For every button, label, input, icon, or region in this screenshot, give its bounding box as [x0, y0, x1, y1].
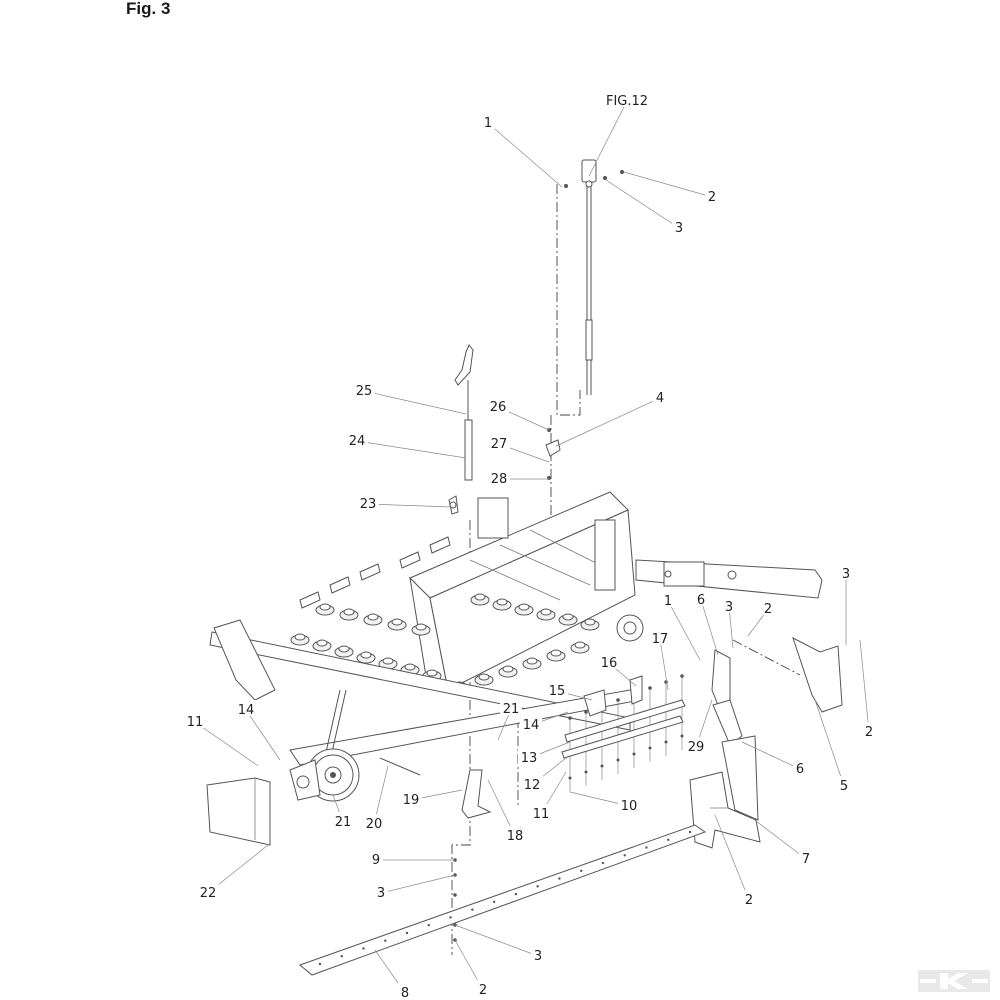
callout-c-14a: 14 — [238, 703, 255, 718]
drive-gear — [289, 748, 360, 802]
leader-line-c-23 — [367, 503, 453, 508]
callout-c-2e: 2 — [479, 983, 487, 998]
leader-line-c-5 — [814, 699, 845, 787]
brand-logo-icon — [918, 970, 990, 992]
callout-c-2b: 2 — [764, 602, 772, 617]
knife-strips — [561, 699, 686, 759]
callout-c-2d: 2 — [745, 893, 753, 908]
callout-c-17: 17 — [652, 632, 669, 647]
callout-c-6a: 6 — [697, 593, 705, 608]
leader-line-c-4 — [555, 397, 661, 447]
callout-c-22: 22 — [200, 886, 217, 901]
callout-c-12: 12 — [524, 778, 541, 793]
skid-plate-8 — [299, 824, 707, 976]
leader-line-c-24 — [356, 440, 467, 459]
callout-c-1b: 1 — [664, 594, 672, 609]
leader-line-c-fig12 — [588, 100, 628, 177]
upper-shaft-assembly — [564, 159, 624, 395]
leader-line-c-3d — [380, 874, 456, 894]
centre-lines — [451, 184, 801, 955]
callout-c-11b: 11 — [533, 807, 550, 822]
leader-line-c-11a — [194, 721, 259, 767]
guard-22 — [206, 777, 271, 846]
leader-line-c-6a — [700, 599, 719, 656]
leader-line-c-6b — [741, 741, 801, 770]
callout-c-27: 27 — [491, 437, 508, 452]
lift-arm — [448, 344, 474, 515]
callout-c-18: 18 — [507, 829, 524, 844]
callout-c-26: 26 — [490, 400, 507, 415]
leader-line-c-25 — [363, 390, 467, 415]
callout-c-3b: 3 — [842, 567, 850, 582]
leader-line-c-2c — [859, 639, 870, 733]
leader-line-c-3c — [728, 606, 734, 649]
callout-c-20: 20 — [366, 817, 383, 832]
callout-c-3c: 3 — [725, 600, 733, 615]
pin-bracket — [545, 428, 561, 480]
callout-c-fig12: FIG.12 — [606, 94, 648, 109]
callout-c-3e: 3 — [534, 949, 542, 964]
callout-c-9: 9 — [372, 853, 380, 868]
callout-c-24: 24 — [349, 434, 366, 449]
callout-c-1a: 1 — [484, 116, 492, 131]
callout-c-3a: 3 — [675, 221, 683, 236]
gearbox-housing — [409, 491, 644, 692]
callout-c-11a: 11 — [187, 715, 204, 730]
callout-c-29: 29 — [688, 740, 705, 755]
figure-title: Fig. 3 — [126, 0, 171, 18]
callout-c-23: 23 — [360, 497, 377, 512]
leader-line-c-3a — [605, 179, 680, 229]
leader-line-c-1a — [487, 122, 563, 188]
callout-c-19: 19 — [403, 793, 420, 808]
leader-line-c-3e — [454, 924, 539, 957]
callout-c-3d: 3 — [377, 886, 385, 901]
callout-c-7: 7 — [802, 852, 810, 867]
leader-line-c-7 — [751, 817, 807, 860]
callout-c-16: 16 — [601, 656, 618, 671]
callout-c-21b: 21 — [335, 815, 352, 830]
callout-c-15: 15 — [549, 684, 566, 699]
callout-c-10: 10 — [621, 799, 638, 814]
callout-c-21a: 21 — [503, 702, 520, 717]
leader-line-c-2a — [623, 171, 713, 198]
callout-c-13: 13 — [521, 751, 538, 766]
callout-c-8: 8 — [401, 986, 409, 1000]
main-frame — [209, 619, 642, 819]
callout-c-14b: 14 — [523, 718, 540, 733]
side-covers — [689, 636, 843, 849]
drive-tube — [635, 559, 823, 599]
callout-c-2a: 2 — [708, 190, 716, 205]
callout-c-2c: 2 — [865, 725, 873, 740]
callout-c-25: 25 — [356, 384, 373, 399]
callout-c-5: 5 — [840, 779, 848, 794]
leader-line-c-17 — [659, 638, 669, 691]
leader-line-c-2d — [714, 814, 750, 901]
small-brackets — [583, 675, 643, 717]
callout-c-6b: 6 — [796, 762, 804, 777]
callout-c-4: 4 — [656, 391, 664, 406]
callout-c-28: 28 — [491, 472, 508, 487]
leader-line-c-1b — [667, 600, 701, 661]
leader-line-c-14a — [245, 709, 281, 761]
